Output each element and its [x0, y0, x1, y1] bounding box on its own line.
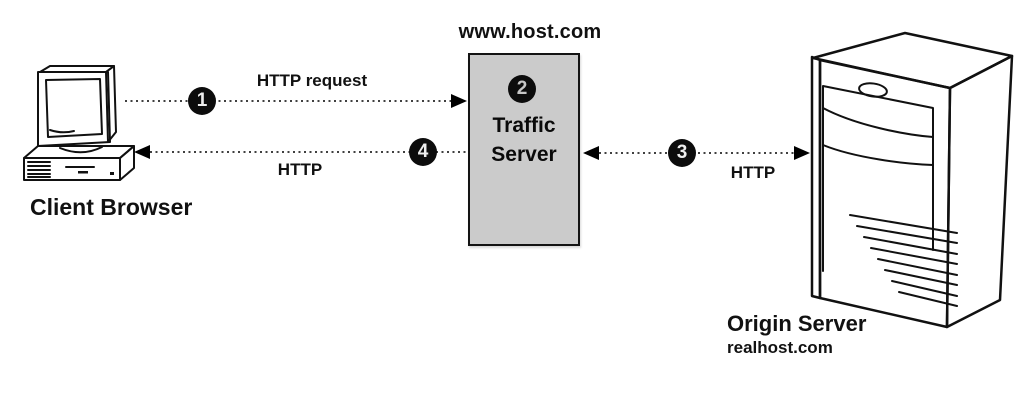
http-response-label: HTTP	[277, 160, 323, 179]
http-request-label: HTTP request	[256, 71, 368, 90]
origin-server-icon	[810, 31, 1014, 329]
traffic-server-label: Traffic Server	[491, 114, 557, 166]
origin-server-label: Origin Server	[727, 311, 867, 336]
traffic-server-node: Traffic Server	[468, 53, 580, 246]
origin-hostname-label: realhost.com	[727, 338, 833, 357]
http-request-arrow	[125, 94, 467, 108]
proxy-hostname-label: www.host.com	[458, 21, 602, 43]
step-badge-3: 3	[668, 139, 696, 167]
proxy-origin-http-label: HTTP	[730, 163, 776, 182]
client-computer-icon	[23, 65, 135, 181]
step-badge-2: 2	[508, 75, 536, 103]
client-browser-label: Client Browser	[30, 194, 193, 220]
proxy-origin-arrow	[583, 146, 810, 160]
step-badge-1: 1	[188, 87, 216, 115]
step-badge-4: 4	[409, 138, 437, 166]
